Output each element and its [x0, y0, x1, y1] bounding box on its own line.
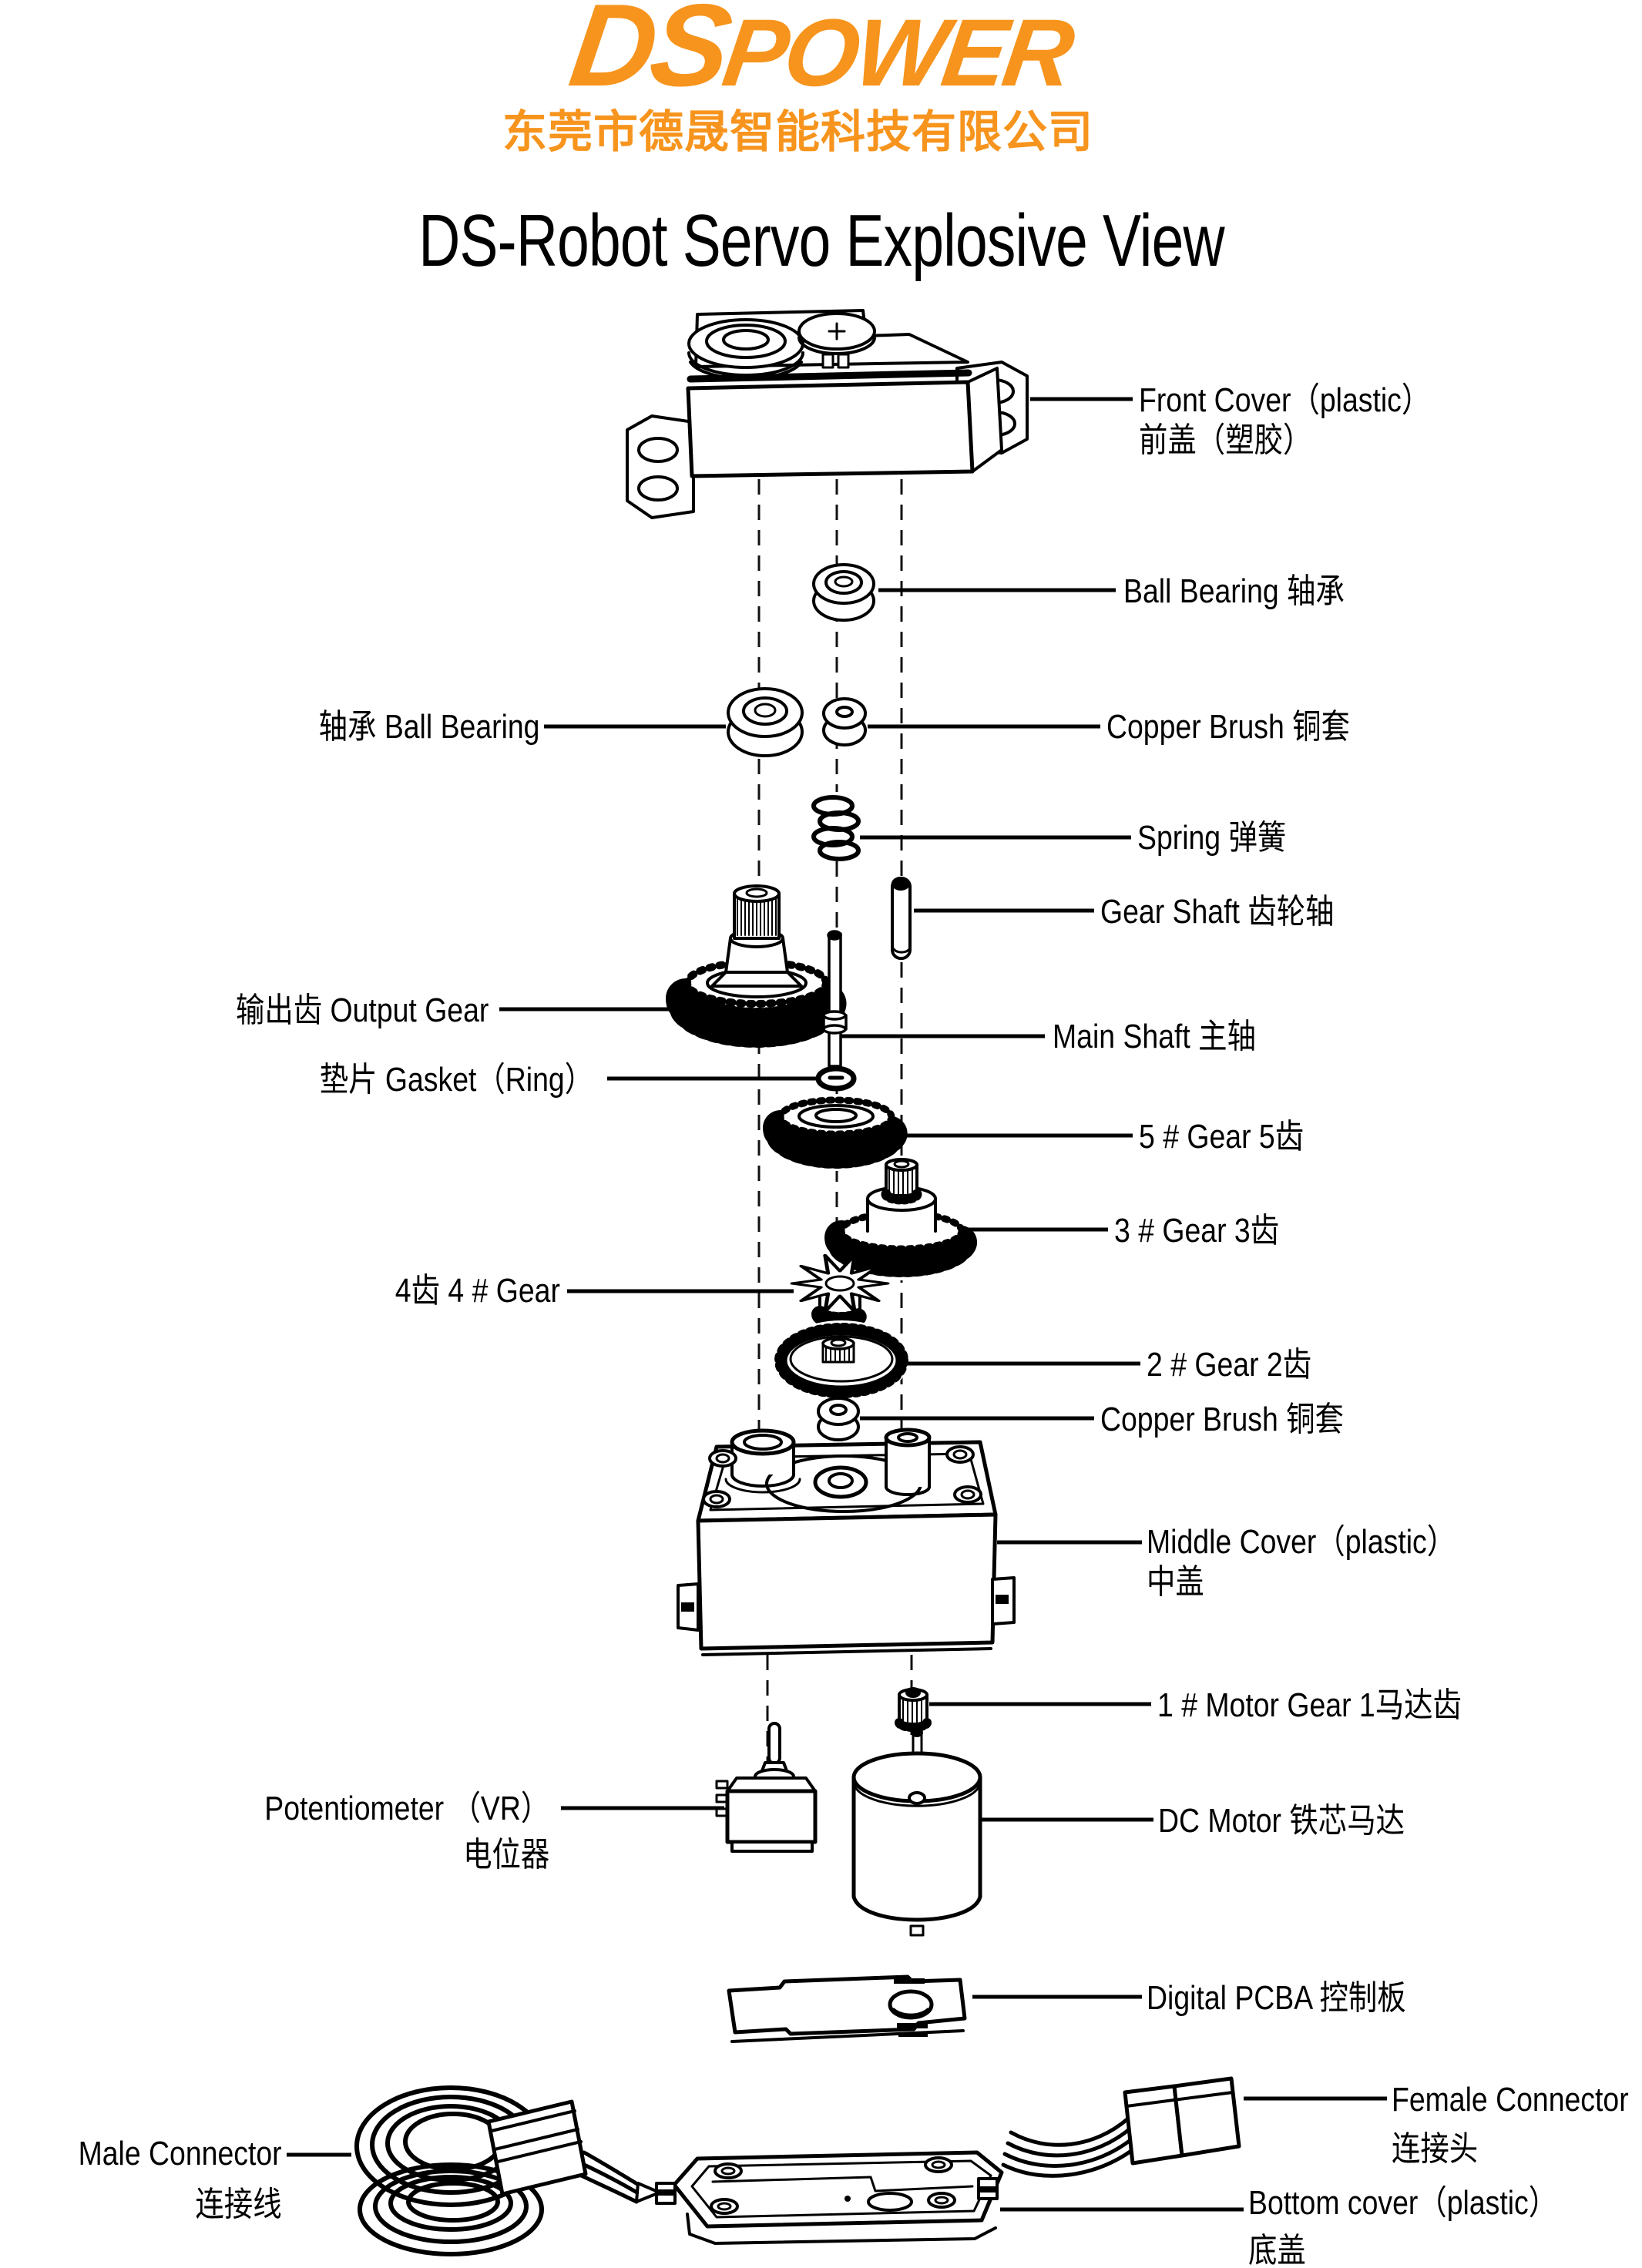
copper-brush-top-drawing — [822, 697, 867, 746]
label-gasket-text: 垫片 Gasket（Ring） — [319, 1061, 593, 1099]
label-main-shaft: Main Shaft 主轴 — [1053, 1017, 1256, 1057]
spring-drawing — [811, 795, 861, 861]
label-ball-bearing: Ball Bearing 轴承 — [1123, 572, 1345, 612]
gear5-drawing — [763, 1094, 909, 1171]
label-output-gear-text: 输出齿 Output Gear — [235, 991, 489, 1029]
gear4-drawing — [790, 1253, 890, 1330]
dc-motor-drawing — [851, 1728, 982, 1937]
front-cover-drawing — [626, 309, 1029, 519]
label-bottom-cover-en: Bottom cover（plastic） — [1248, 2184, 1558, 2222]
label-potentiometer-en: Potentiometer （VR） — [264, 1790, 549, 1827]
label-female-connector: Female Connector 连接头 — [1392, 2080, 1629, 2169]
label-gear-shaft: Gear Shaft 齿轮轴 — [1100, 892, 1334, 932]
label-gear2-text: 2 # Gear 2齿 — [1147, 1346, 1312, 1384]
gear3-drawing — [824, 1158, 979, 1280]
ball-bearing-left-drawing — [727, 687, 804, 757]
label-copper-brush-text: Copper Brush 铜套 — [1106, 708, 1350, 746]
label-female-connector-en: Female Connector — [1392, 2081, 1629, 2119]
label-gasket: 垫片 Gasket（Ring） — [320, 1060, 593, 1100]
ball-bearing-top-drawing — [812, 563, 875, 622]
label-female-connector-zh: 连接头 — [1392, 2130, 1479, 2168]
motor-gear1-drawing — [895, 1687, 932, 1732]
label-ball-bearing-left-text: 轴承 Ball Bearing — [318, 708, 539, 746]
company-name: 东莞市德晟智能科技有限公司 — [502, 107, 1094, 157]
label-digital-pcba: Digital PCBA 控制板 — [1147, 1978, 1406, 2018]
label-middle-cover-zh: 中盖 — [1147, 1563, 1204, 1601]
label-gear3: 3 # Gear 3齿 — [1114, 1211, 1279, 1251]
label-ball-bearing-text: Ball Bearing 轴承 — [1123, 572, 1345, 610]
label-gear-shaft-text: Gear Shaft 齿轮轴 — [1100, 893, 1335, 931]
label-potentiometer-zh: 电位器 — [462, 1836, 549, 1874]
label-bottom-cover: Bottom cover（plastic） 底盖 — [1248, 2183, 1557, 2268]
digital-pcba-drawing — [727, 1974, 967, 2043]
female-connector-drawing — [1001, 2076, 1241, 2178]
label-digital-pcba-text: Digital PCBA 控制板 — [1147, 1979, 1406, 2017]
label-gear2: 2 # Gear 2齿 — [1147, 1345, 1311, 1385]
bottom-cover-drawing — [655, 2150, 1004, 2245]
middle-cover-drawing — [677, 1428, 1016, 1656]
label-copper-brush2: Copper Brush 铜套 — [1100, 1400, 1344, 1440]
page-title: DS-Robot Servo Explosive View — [418, 200, 1224, 282]
label-male-connector-en: Male Connector — [78, 2135, 282, 2172]
label-male-connector: Male Connector 连接线 — [79, 2134, 282, 2225]
label-ball-bearing-left: 轴承 Ball Bearing — [318, 707, 539, 747]
copper-brush-bottom-drawing — [817, 1397, 860, 1441]
label-middle-cover: Middle Cover（plastic） 中盖 — [1147, 1522, 1456, 1602]
label-gear3-text: 3 # Gear 3齿 — [1114, 1212, 1280, 1250]
gear-shaft-drawing — [891, 877, 912, 960]
label-middle-cover-en: Middle Cover（plastic） — [1147, 1523, 1456, 1561]
label-gear4: 4齿 4 # Gear — [395, 1271, 560, 1311]
gear2-drawing — [774, 1320, 909, 1401]
output-gear-drawing — [666, 884, 848, 1048]
label-dc-motor-text: DC Motor 铁芯马达 — [1158, 1802, 1405, 1840]
gasket-ring-drawing — [815, 1065, 857, 1092]
label-gear4-text: 4齿 4 # Gear — [395, 1272, 560, 1310]
label-main-shaft-text: Main Shaft 主轴 — [1053, 1018, 1256, 1055]
label-male-connector-zh: 连接线 — [195, 2186, 282, 2223]
label-front-cover: Front Cover（plastic） 前盖（塑胶） — [1139, 381, 1430, 461]
male-connector-drawing — [354, 2085, 661, 2256]
leader-lines — [287, 397, 1387, 2212]
label-motor-gear1-text: 1 # Motor Gear 1马达齿 — [1157, 1686, 1462, 1724]
label-potentiometer: Potentiometer （VR） 电位器 — [264, 1789, 549, 1875]
potentiometer-drawing — [715, 1722, 818, 1853]
label-copper-brush2-text: Copper Brush 铜套 — [1100, 1401, 1344, 1438]
label-bottom-cover-zh: 底盖 — [1248, 2232, 1306, 2268]
label-motor-gear1: 1 # Motor Gear 1马达齿 — [1157, 1686, 1462, 1726]
label-spring-text: Spring 弹簧 — [1137, 819, 1287, 857]
label-dc-motor: DC Motor 铁芯马达 — [1158, 1801, 1405, 1841]
label-gear5-text: 5 # Gear 5齿 — [1139, 1118, 1305, 1156]
label-gear5: 5 # Gear 5齿 — [1139, 1117, 1304, 1157]
label-copper-brush: Copper Brush 铜套 — [1106, 707, 1350, 747]
label-front-cover-zh: 前盖（塑胶） — [1139, 421, 1312, 459]
label-front-cover-en: Front Cover（plastic） — [1139, 381, 1431, 419]
label-spring: Spring 弹簧 — [1137, 818, 1286, 858]
label-output-gear: 输出齿 Output Gear — [236, 991, 489, 1031]
